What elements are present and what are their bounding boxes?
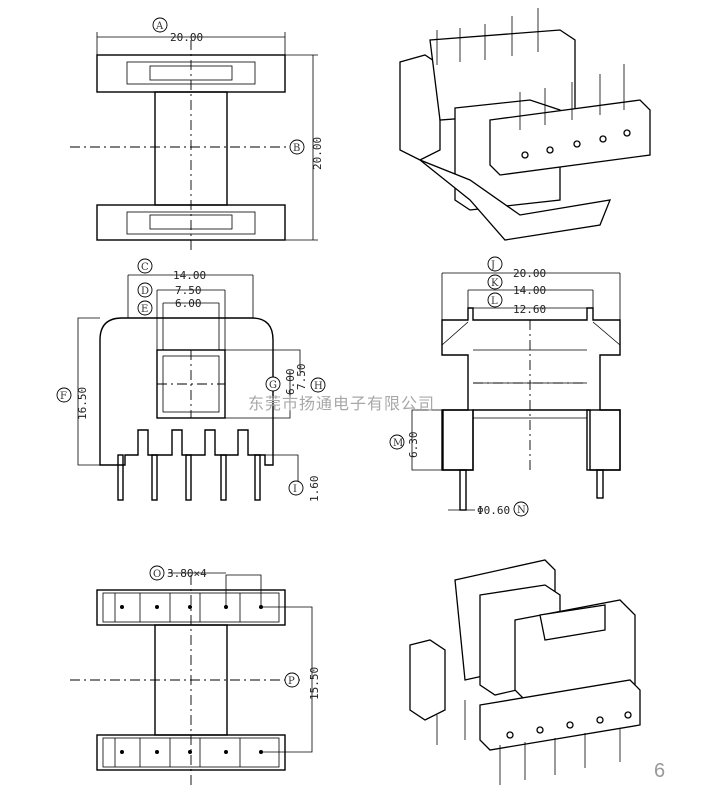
svg-text:P: P <box>288 676 295 687</box>
top-view: A 20.00 B 20.00 <box>70 17 324 250</box>
svg-text:L: L <box>491 296 498 307</box>
svg-text:6.00: 6.00 <box>175 297 202 310</box>
svg-text:C: C <box>141 262 149 273</box>
svg-text:H: H <box>314 381 323 392</box>
svg-text:M: M <box>393 438 403 449</box>
svg-text:12.60: 12.60 <box>513 303 546 316</box>
svg-text:7.50: 7.50 <box>295 364 308 391</box>
front-view: C 14.00 D 7.50 E 6.00 F 16.50 G 6.00 H 7… <box>56 258 326 503</box>
svg-text:N: N <box>517 505 526 516</box>
svg-text:I: I <box>293 484 297 495</box>
svg-text:14.00: 14.00 <box>173 269 206 282</box>
svg-text:Φ0.60: Φ0.60 <box>477 504 510 517</box>
svg-text:E: E <box>141 304 148 315</box>
svg-text:J: J <box>490 260 495 271</box>
watermark: 东莞市扬通电子有限公司 <box>248 394 436 413</box>
svg-text:7.50: 7.50 <box>175 284 202 297</box>
page-number: 6 <box>654 760 666 782</box>
svg-text:20.00: 20.00 <box>311 137 324 170</box>
svg-text:1.60: 1.60 <box>308 476 321 503</box>
svg-text:D: D <box>141 286 149 297</box>
svg-text:20.00: 20.00 <box>513 267 546 280</box>
svg-text:6.00: 6.00 <box>284 369 297 396</box>
svg-text:A: A <box>155 21 164 32</box>
svg-text:14.00: 14.00 <box>513 284 546 297</box>
svg-text:15.50: 15.50 <box>308 667 321 700</box>
side-view: J 20.00 K 14.00 L 12.60 M 6.30 Φ0.60 N <box>389 256 621 517</box>
isometric-view-top <box>399 8 651 241</box>
svg-text:G: G <box>269 380 277 391</box>
svg-text:O: O <box>153 569 161 580</box>
svg-text:F: F <box>60 391 67 402</box>
svg-text:20.00: 20.00 <box>170 31 203 44</box>
svg-text:6.30: 6.30 <box>407 432 420 459</box>
svg-text:B: B <box>293 143 300 154</box>
bottom-view: O 3.80×4 P 15.50 <box>70 565 321 785</box>
isometric-view-bottom <box>409 559 641 785</box>
svg-text:16.50: 16.50 <box>76 387 89 420</box>
svg-text:3.80×4: 3.80×4 <box>167 567 207 580</box>
svg-text:K: K <box>491 278 499 289</box>
